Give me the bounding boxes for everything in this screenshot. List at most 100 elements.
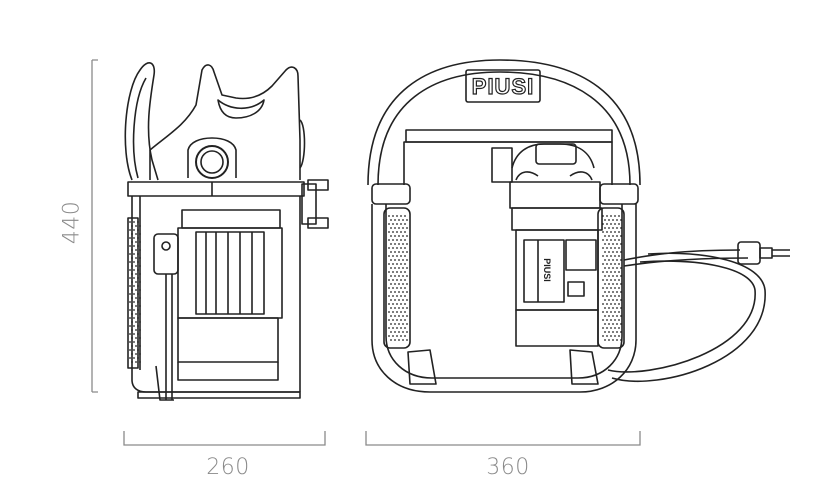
perforation-dot — [129, 253, 131, 255]
perforation-dot — [608, 307, 610, 309]
perforation-dot — [614, 311, 616, 313]
perforation-dot — [398, 339, 400, 341]
perforation-dot — [131, 337, 133, 339]
perforation-dot — [139, 329, 141, 331]
perforation-dot — [133, 261, 135, 263]
perforation-dot — [131, 329, 133, 331]
perforation-dot — [602, 215, 604, 217]
perforation-dot — [392, 239, 394, 241]
perforation-dot — [404, 287, 406, 289]
perforation-dot — [406, 275, 408, 277]
perforation-dot — [398, 259, 400, 261]
perforation-dot — [620, 299, 622, 301]
perforation-dot — [135, 297, 137, 299]
perforation-dot — [402, 275, 404, 277]
perforation-dot — [402, 331, 404, 333]
perforation-dot — [402, 299, 404, 301]
perforation-dot — [129, 325, 131, 327]
perforation-dot — [394, 243, 396, 245]
perforation-dot — [620, 219, 622, 221]
perforation-dot — [616, 315, 618, 317]
brand-label-motor: PIUSI — [542, 258, 552, 282]
perforation-dot — [396, 223, 398, 225]
perforation-dot — [135, 225, 137, 227]
perforation-dot — [406, 307, 408, 309]
perforation-dot — [614, 231, 616, 233]
perforation-dot — [139, 305, 141, 307]
perforation-dot — [137, 285, 139, 287]
perforation-dot — [137, 269, 139, 271]
perforation-dot — [404, 247, 406, 249]
perforation-dot — [610, 287, 612, 289]
perforation-dot — [392, 271, 394, 273]
perforation-dot — [606, 327, 608, 329]
perforation-dot — [402, 227, 404, 229]
perforation-dot — [612, 291, 614, 293]
perforation-dot — [402, 235, 404, 237]
perforation-dot — [392, 279, 394, 281]
perforation-dot — [402, 323, 404, 325]
perforation-dot — [133, 293, 135, 295]
perforation-dot — [618, 303, 620, 305]
perforation-dot — [608, 227, 610, 229]
perforation-dot — [406, 251, 408, 253]
perforation-dot — [618, 319, 620, 321]
perforation-dot — [608, 323, 610, 325]
perforation-dot — [135, 265, 137, 267]
perforation-dot — [139, 297, 141, 299]
perforation-dot — [392, 247, 394, 249]
perforation-dot — [131, 265, 133, 267]
perforation-dot — [133, 357, 135, 359]
perforation-dot — [406, 283, 408, 285]
perforation-dot — [612, 315, 614, 317]
perforation-dot — [131, 273, 133, 275]
perforation-dot — [135, 249, 137, 251]
perforation-dot — [406, 243, 408, 245]
perforation-dot — [406, 267, 408, 269]
perforation-dot — [614, 335, 616, 337]
perforation-dot — [614, 295, 616, 297]
perforation-dot — [396, 311, 398, 313]
perforation-dot — [135, 233, 137, 235]
perforation-dot — [606, 295, 608, 297]
perforation-dot — [388, 223, 390, 225]
perforation-dot — [139, 233, 141, 235]
perforation-dot — [129, 309, 131, 311]
perforation-dot — [392, 231, 394, 233]
perforation-dot — [394, 315, 396, 317]
perforation-dot — [616, 291, 618, 293]
perforation-dot — [129, 285, 131, 287]
perforation-dot — [402, 251, 404, 253]
perforation-dot — [394, 267, 396, 269]
perforation-dot — [139, 265, 141, 267]
perforation-dot — [398, 251, 400, 253]
perforation-dot — [606, 231, 608, 233]
perforation-dot — [129, 229, 131, 231]
perforation-dot — [606, 255, 608, 257]
perforation-dot — [620, 259, 622, 261]
perforation-dot — [394, 283, 396, 285]
perforation-dot — [608, 331, 610, 333]
perforation-dot — [129, 317, 131, 319]
perforation-dot — [404, 239, 406, 241]
perforation-dot — [392, 335, 394, 337]
perforation-dot — [604, 219, 606, 221]
perforation-dot — [396, 239, 398, 241]
perforation-dot — [131, 345, 133, 347]
perforation-dot — [618, 215, 620, 217]
perforation-dot — [388, 247, 390, 249]
perforation-dot — [131, 241, 133, 243]
perforation-dot — [137, 317, 139, 319]
perforation-dot — [131, 233, 133, 235]
perforation-dot — [394, 291, 396, 293]
perforation-dot — [614, 255, 616, 257]
perforation-dot — [618, 279, 620, 281]
perforation-dot — [131, 313, 133, 315]
perforation-dot — [394, 251, 396, 253]
perforation-dot — [612, 227, 614, 229]
perforation-dot — [614, 319, 616, 321]
perforation-dot — [604, 299, 606, 301]
perforation-dot — [606, 287, 608, 289]
perforation-dot — [616, 219, 618, 221]
perforation-dot — [137, 245, 139, 247]
